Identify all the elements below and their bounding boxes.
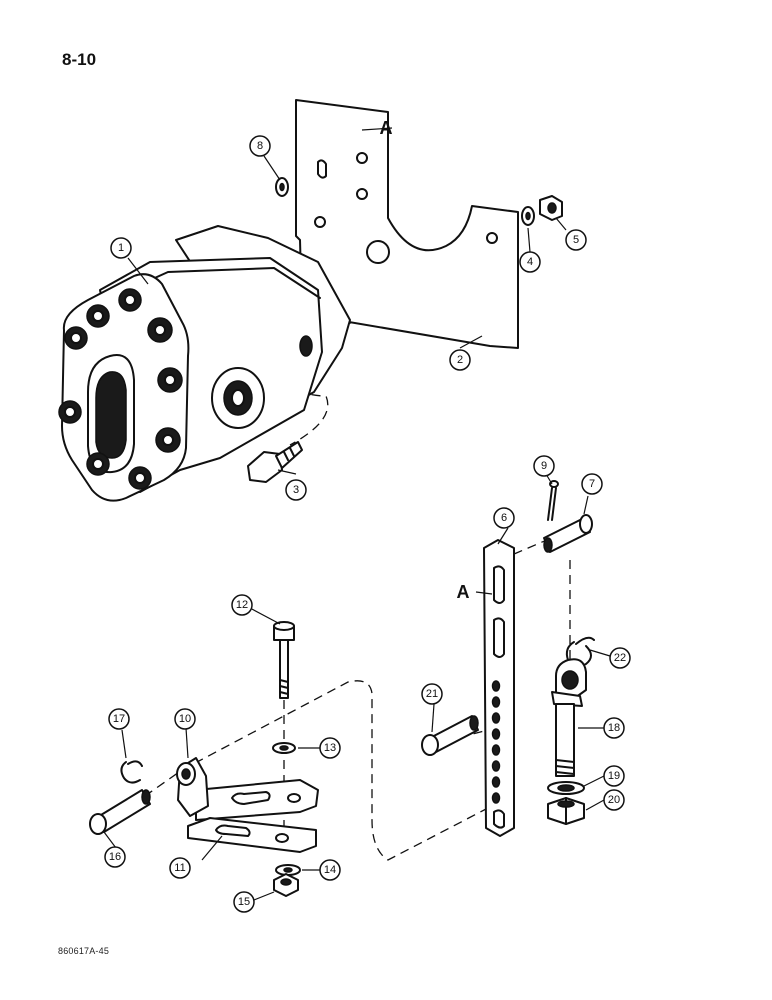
callout-label-7: 7 — [589, 478, 595, 490]
callout-label-8: 8 — [257, 140, 263, 152]
cap-screw-3 — [247, 441, 303, 483]
callout-17: 17 — [108, 708, 130, 730]
callout-21: 21 — [421, 683, 443, 705]
nut-5 — [539, 195, 563, 221]
document-code: 860617A-45 — [58, 946, 110, 956]
callout-label-9: 9 — [541, 460, 547, 472]
washer-4 — [521, 206, 535, 226]
callout-19: 19 — [603, 765, 625, 787]
clevis-pin-16 — [89, 789, 151, 835]
callout-label-18: 18 — [608, 722, 620, 734]
hitch-pin-clip-17 — [120, 760, 143, 784]
callout-18: 18 — [603, 717, 625, 739]
leader-lines — [103, 127, 611, 901]
clevis-pin-7 — [543, 514, 593, 553]
reference-letter-a-strap: A — [457, 582, 470, 602]
callout-14: 14 — [319, 859, 341, 881]
callout-label-12: 12 — [236, 599, 248, 611]
nut-15 — [273, 873, 299, 897]
callout-10: 10 — [174, 708, 196, 730]
callout-label-21: 21 — [426, 688, 438, 700]
bolt-12 — [273, 621, 295, 699]
callout-7: 7 — [581, 473, 603, 495]
callout-12: 12 — [231, 594, 253, 616]
mounting-plate — [295, 99, 519, 349]
reference-letter-a-top: A — [380, 118, 393, 138]
callout-4: 4 — [519, 251, 541, 273]
callout-13: 13 — [319, 737, 341, 759]
callout-label-1: 1 — [118, 242, 124, 254]
page-number: 8-10 — [62, 50, 97, 69]
washer-8 — [275, 177, 289, 197]
callout-5: 5 — [565, 229, 587, 251]
washer-14 — [275, 864, 301, 876]
callout-label-15: 15 — [238, 896, 250, 908]
callout-15: 15 — [233, 891, 255, 913]
callout-label-4: 4 — [527, 256, 533, 268]
callout-11: 11 — [169, 857, 191, 879]
callout-label-5: 5 — [573, 234, 579, 246]
callout-8: 8 — [249, 135, 271, 157]
callout-label-20: 20 — [608, 794, 620, 806]
eye-bolt-18 — [551, 658, 587, 777]
callout-16: 16 — [104, 846, 126, 868]
callout-label-22: 22 — [614, 652, 626, 664]
callout-label-3: 3 — [293, 484, 299, 496]
callout-2: 2 — [449, 349, 471, 371]
callout-22: 22 — [609, 647, 631, 669]
plate-11 — [187, 817, 317, 853]
callout-label-16: 16 — [109, 851, 121, 863]
callout-label-13: 13 — [324, 742, 336, 754]
callout-label-2: 2 — [457, 354, 463, 366]
callout-1: 1 — [110, 237, 132, 259]
callout-label-6: 6 — [501, 512, 507, 524]
callout-9: 9 — [533, 455, 555, 477]
adjustment-strap — [483, 539, 515, 837]
clevis-pin-21 — [421, 715, 479, 756]
washer-19 — [547, 781, 585, 795]
callout-label-14: 14 — [324, 864, 336, 876]
bracket-10 — [176, 757, 319, 821]
callout-label-17: 17 — [113, 713, 125, 725]
callout-20: 20 — [603, 789, 625, 811]
callout-6: 6 — [493, 507, 515, 529]
callout-3: 3 — [285, 479, 307, 501]
callout-label-19: 19 — [608, 770, 620, 782]
cotter-pin-9 — [547, 480, 559, 521]
callout-label-10: 10 — [179, 713, 191, 725]
nut-20 — [547, 797, 585, 825]
callout-label-11: 11 — [174, 862, 185, 874]
washer-13 — [272, 742, 296, 754]
hydraulic-pump — [58, 225, 351, 502]
